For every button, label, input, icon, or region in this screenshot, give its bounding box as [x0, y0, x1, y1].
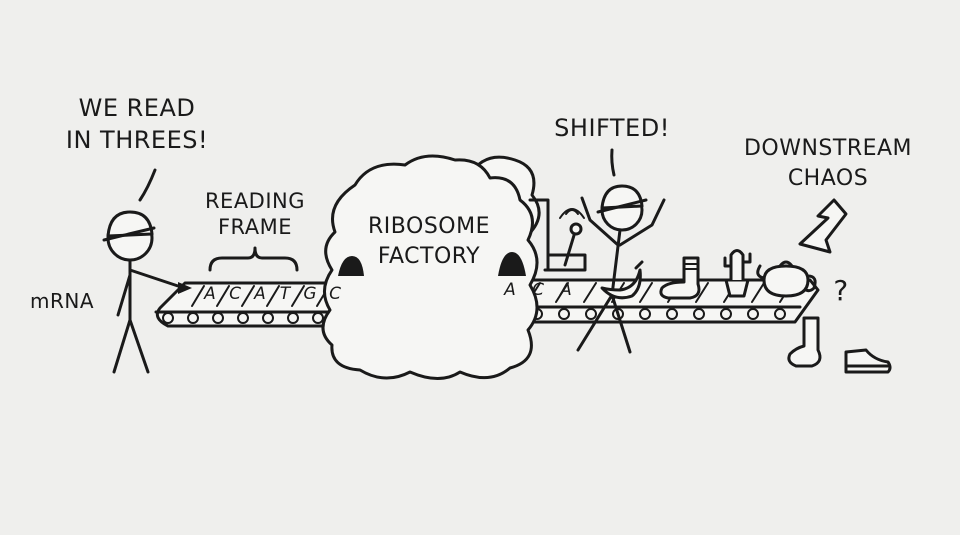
mrna-base: A — [204, 284, 216, 304]
shifted-base: A — [504, 280, 516, 300]
belt-divider — [216, 285, 230, 307]
belt-divider — [639, 282, 653, 303]
belt-divider — [555, 282, 569, 303]
belt-roller — [162, 312, 174, 324]
ribosome-factory-label: RIBOSOME FACTORY — [354, 212, 504, 272]
shoe-icon — [844, 348, 892, 374]
belt-roller — [212, 312, 224, 324]
belt-divider — [751, 282, 765, 303]
belt-roller — [666, 308, 678, 320]
belt-roller — [720, 308, 732, 320]
downstream-chaos-label: DOWNSTREAM CHAOS — [738, 134, 918, 194]
belt-divider — [241, 285, 255, 307]
speech-line-1: WE READ — [78, 94, 196, 122]
downstream-line-1: DOWNSTREAM — [743, 136, 913, 161]
teapot-icon — [756, 260, 817, 298]
cactus-icon — [723, 249, 752, 298]
reading-frame-brace — [208, 246, 299, 272]
belt-roller — [693, 308, 705, 320]
mrna-label: mRNA — [29, 289, 95, 313]
belt-roller — [558, 308, 570, 320]
belt-divider — [695, 282, 709, 303]
belt-divider — [191, 285, 205, 307]
downstream-line-2: CHAOS — [787, 166, 869, 191]
belt-divider — [291, 285, 305, 307]
mrna-base: T — [279, 284, 291, 304]
question-mark: ? — [833, 274, 849, 307]
belt-roller — [747, 308, 759, 320]
fallen-sock-icon — [787, 316, 822, 368]
right-worker — [576, 148, 666, 354]
belt-roller — [237, 312, 249, 324]
reading-frame-line-2: FRAME — [217, 215, 293, 239]
belt-roller — [312, 312, 324, 324]
mrna-base: C — [229, 284, 241, 304]
left-worker — [102, 168, 192, 374]
belt-roller — [187, 312, 199, 324]
belt-roller — [262, 312, 274, 324]
speech-shifted: SHIFTED! — [554, 114, 670, 142]
banana-icon — [600, 260, 644, 300]
belt-roller — [639, 308, 651, 320]
belt-divider — [266, 285, 280, 307]
ribosome-line-1: RIBOSOME — [368, 214, 490, 239]
speech-we-read: WE READ IN THREES! — [62, 92, 212, 156]
mrna-base: G — [303, 284, 317, 304]
reading-frame-label: READING FRAME — [190, 188, 320, 240]
ribosome-factory-cloud — [321, 154, 587, 380]
shifted-base: C — [532, 280, 544, 300]
mrna-base: C — [329, 284, 341, 304]
left-conveyor-belt — [154, 281, 362, 328]
ribosome-line-2: FACTORY — [377, 244, 481, 269]
belt-roller — [287, 312, 299, 324]
mrna-base: A — [254, 284, 266, 304]
belt-divider — [583, 282, 597, 303]
belt-roller — [774, 308, 786, 320]
sock-icon — [659, 256, 701, 300]
reading-frame-line-1: READING — [204, 189, 306, 213]
belt-roller — [585, 308, 597, 320]
downstream-arrow-icon — [798, 198, 848, 254]
shifted-base: A — [560, 280, 572, 300]
speech-line-2: IN THREES! — [65, 126, 209, 154]
